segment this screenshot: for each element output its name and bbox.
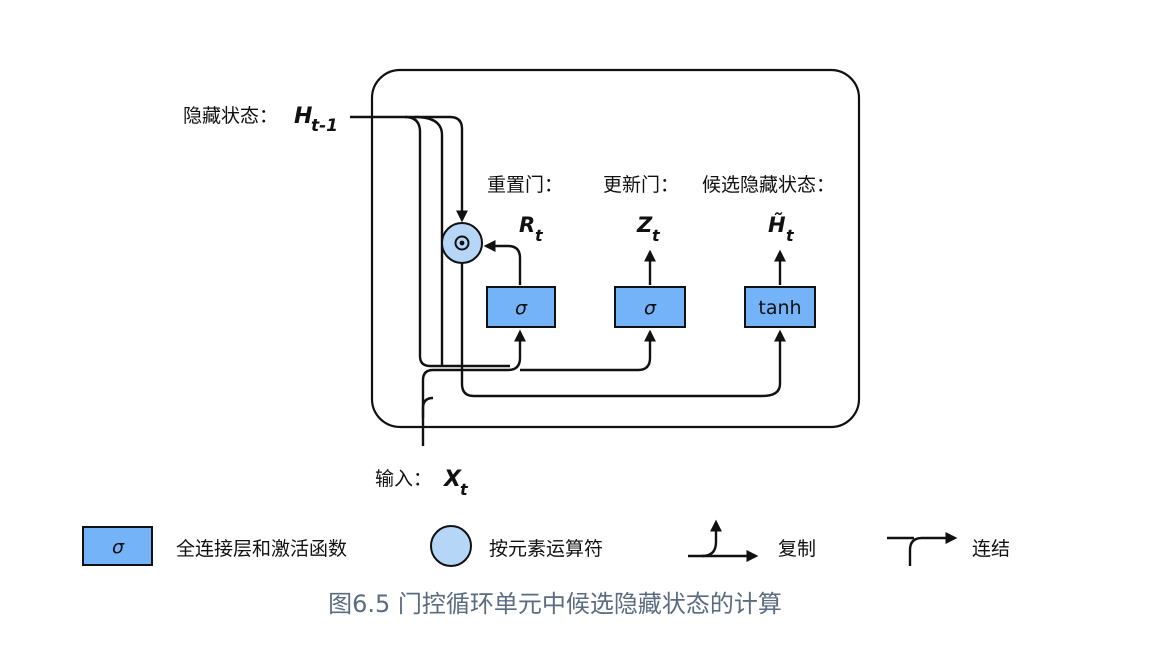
input-label: 输入： bbox=[375, 468, 432, 490]
legend-fc-box bbox=[82, 526, 153, 566]
candidate-input bbox=[761, 329, 786, 398]
candidate-box bbox=[744, 286, 816, 328]
hidden-state-symbol: H bbox=[294, 104, 312, 129]
figure-caption: 图6.5 门控循环单元中候选隐藏状态的计算 bbox=[328, 590, 782, 618]
reset-gate-box bbox=[486, 286, 556, 328]
input-wire bbox=[421, 368, 434, 446]
hidden-state-wire bbox=[350, 115, 468, 223]
legend-op-circle bbox=[430, 525, 472, 567]
legend-copy-label: 复制 bbox=[778, 538, 816, 560]
legend-fc-label: 全连接层和激活函数 bbox=[176, 538, 347, 560]
reset-gate-symbol: R bbox=[519, 213, 535, 237]
reset-gate-input bbox=[433, 329, 526, 372]
reset-gate-label: 重置门： bbox=[487, 174, 563, 196]
hidden-state-label: 隐藏状态： bbox=[183, 105, 278, 127]
legend-concat-icon bbox=[908, 532, 958, 566]
input-subscript: t bbox=[460, 480, 469, 499]
hidden-state-subscript: t-1 bbox=[311, 116, 338, 136]
update-gate-symbol: Z bbox=[636, 213, 653, 237]
elementwise-operator bbox=[441, 222, 483, 264]
hidden-state-copy-1 bbox=[404, 115, 510, 368]
op-output-wire bbox=[460, 262, 762, 398]
input-branch-candidate bbox=[421, 396, 434, 418]
legend-copy-branch bbox=[701, 519, 722, 558]
candidate-activation: tanh bbox=[758, 297, 801, 319]
legend-fc-symbol: σ bbox=[112, 536, 125, 558]
reset-gate-activation: σ bbox=[515, 297, 528, 319]
legend: σ 全连接层和激活函数 按元素运算符 复制 连结 bbox=[82, 519, 1010, 567]
reset-gate-subscript: t bbox=[535, 226, 544, 245]
update-gate-input bbox=[520, 329, 656, 372]
legend-op-label: 按元素运算符 bbox=[489, 538, 603, 560]
candidate-symbol: H̃ bbox=[768, 212, 786, 237]
update-gate-subscript: t bbox=[652, 226, 661, 245]
input-symbol: X bbox=[442, 467, 462, 492]
update-gate-label: 更新门： bbox=[603, 174, 679, 196]
connections bbox=[350, 115, 786, 446]
candidate-label: 候选隐藏状态： bbox=[702, 174, 835, 196]
cell-boundary bbox=[370, 68, 861, 429]
update-gate-activation: σ bbox=[644, 297, 657, 319]
update-gate-box bbox=[614, 286, 686, 328]
legend-concat-label: 连结 bbox=[972, 538, 1010, 560]
reset-gate-output bbox=[483, 240, 522, 285]
candidate-subscript: t bbox=[786, 226, 795, 245]
hidden-state-copy-2 bbox=[414, 115, 444, 366]
